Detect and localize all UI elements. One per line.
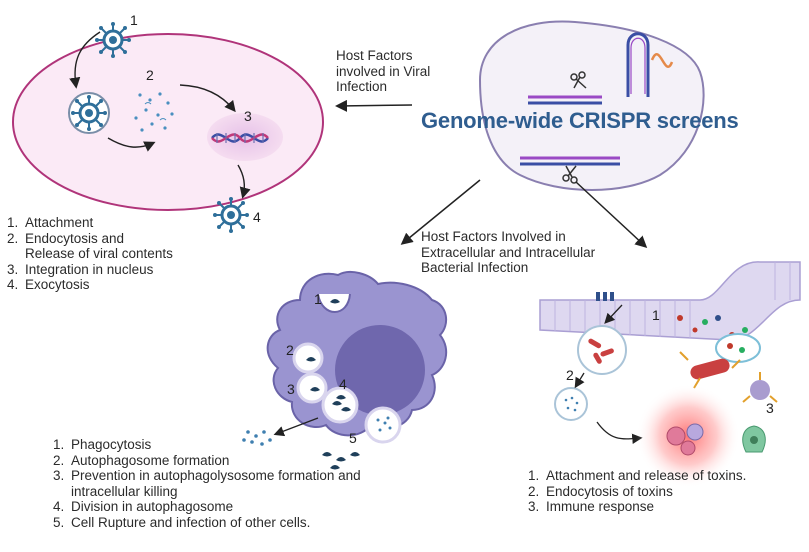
autophagosome [296,372,328,404]
marker-phago-5: 5 [349,430,357,446]
scissors-icon [562,165,578,184]
toxin-pores [596,292,614,301]
toxin-dots [564,396,579,412]
bacteria-icon [588,338,614,364]
arrow-to-vesicle [574,372,585,389]
viral-label: Host Factors involved in Viral Infection [336,48,431,94]
viral-steps-list: Attachment Endocytosis and Release of vi… [2,215,242,293]
list-item: Phagocytosis [68,437,428,453]
arrow-rupture [273,417,319,437]
arrow-endocytosis [604,304,623,324]
autolysosome [364,406,402,444]
extracellular-steps-list: Attachment and release of toxins. Endocy… [523,468,809,515]
endocytic-vesicle [577,325,627,375]
list-item: Endocytosis and Release of viral content… [22,231,242,262]
marker-tissue-3: 3 [766,400,774,416]
marker-phago-1: 1 [314,291,322,307]
virus-icon [69,93,109,133]
marker-phago-2: 2 [286,342,294,358]
dna-strands [520,95,620,166]
marker-viral-2: 2 [146,67,154,83]
marker-tissue-2: 2 [566,367,574,383]
toxin-vesicle [554,387,588,421]
autophagosome [292,342,324,374]
list-item: Division in autophagosome [68,499,428,515]
list-item: Attachment and release of toxins. [543,468,809,484]
virus-icon [93,20,133,60]
arrow-release [107,137,156,152]
phagocyte-steps-list: Phagocytosis Autophagosome formation Pre… [48,437,428,531]
list-item: Integration in nucleus [22,262,242,278]
macrophage-nucleus [335,325,425,415]
arrow-immune [596,421,643,444]
arrow-to-tissue [575,181,648,249]
list-item: Endocytosis of toxins [543,484,809,500]
list-item: Autophagosome formation [68,453,428,469]
list-item: Prevention in autophagolysosome formatio… [68,468,428,499]
host-cell [12,33,324,211]
arrow-to-macrophage [400,179,481,245]
list-item: Exocytosis [22,277,242,293]
dna-helix-icon [211,133,269,143]
marker-phago-3: 3 [287,381,295,397]
marker-tissue-1: 1 [652,307,660,323]
marker-viral-4: 4 [253,209,261,225]
immune-cells-cluster [666,423,704,456]
main-title: Genome-wide CRISPR screens [421,108,739,133]
marker-viral-3: 3 [244,108,252,124]
viral-contents [134,92,174,132]
sgrna-icon [626,32,674,97]
bacterial-label: Host Factors Involved in Extracellular a… [421,229,596,275]
marker-viral-1: 1 [130,12,138,28]
leukocyte [715,333,761,363]
arrow-attach [69,31,101,89]
dots-cluster [242,416,392,446]
list-item: Attachment [22,215,242,231]
scissors-icon [570,71,587,89]
antibody-complex [679,351,741,389]
arrow-to-viral [335,99,413,112]
arrow-exocytosis [237,164,251,199]
macrophage-small [742,425,766,453]
marker-phago-4: 4 [339,376,347,392]
list-item: Cell Rupture and infection of other cell… [68,515,428,531]
list-item: Immune response [543,499,809,515]
autophagosome [321,386,359,424]
immune-cell [742,372,778,403]
bacteria-icon [306,299,360,470]
arrow-to-nucleus [179,84,236,113]
